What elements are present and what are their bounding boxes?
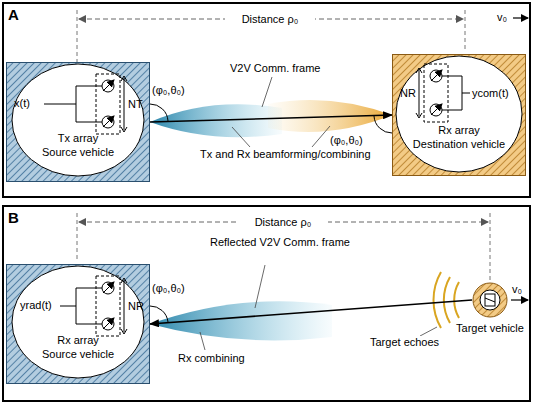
diagram-label: V2V Comm. frame	[230, 62, 320, 75]
target-art	[472, 282, 508, 318]
node-text: Tx array	[58, 132, 98, 145]
diagram-label: v₀	[497, 11, 507, 24]
target-circle: Target vehicle	[472, 282, 508, 318]
vehicle-box: x(t) NT Tx arraySource vehicle	[6, 62, 150, 182]
node-text: Rx array	[57, 334, 99, 347]
diagram-label: v₀	[512, 283, 522, 296]
node-text: ycom(t)	[472, 87, 509, 100]
diagram-label: Tx and Rx beamforming/combining	[200, 148, 360, 161]
node-text: NT	[128, 98, 143, 111]
diagram-label: (φ₀,θ₀)	[152, 84, 185, 97]
node-text: x(t)	[14, 97, 30, 110]
panel-box: Ax(t) NT Tx arraySource vehicle NR ycom(t) Rx…	[2, 2, 531, 198]
beam-arrow	[150, 115, 392, 122]
vehicle-box: yrad(t) NR Rx arraySource vehicle	[6, 264, 150, 384]
diagram-label: (φ₀,θ₀)	[330, 134, 363, 147]
node-text: Target vehicle	[456, 322, 524, 335]
node-text: Destination vehicle	[413, 138, 505, 151]
node-text: yrad(t)	[20, 299, 52, 312]
panel-box: Byrad(t) NR Rx arraySource vehicle Target v…	[2, 205, 531, 402]
node-text: Source vehicle	[42, 146, 114, 159]
vehicle-box: NR ycom(t) Rx arrayDestination vehicle	[392, 54, 526, 176]
diagram-label: Rx combining	[178, 352, 245, 365]
node-text: Source vehicle	[42, 348, 114, 361]
beam-arrow	[150, 300, 472, 324]
node-text: NR	[128, 300, 144, 313]
vehicle-art	[392, 54, 526, 176]
panel-letter: A	[8, 6, 19, 23]
diagram-label: Distance ρ₀	[238, 216, 328, 229]
diagram-label: Distance ρ₀	[225, 13, 315, 26]
vehicle-art	[6, 62, 150, 182]
diagram-label: (φ₀,θ₀)	[152, 282, 185, 295]
diagram-label: Target echoes	[370, 336, 428, 349]
panel-letter: B	[8, 209, 19, 226]
vehicle-art	[6, 264, 150, 384]
diagram-label: Reflected V2V Comm. frame	[210, 236, 320, 249]
node-text: Rx array	[438, 124, 480, 137]
node-text: NR	[400, 87, 416, 100]
